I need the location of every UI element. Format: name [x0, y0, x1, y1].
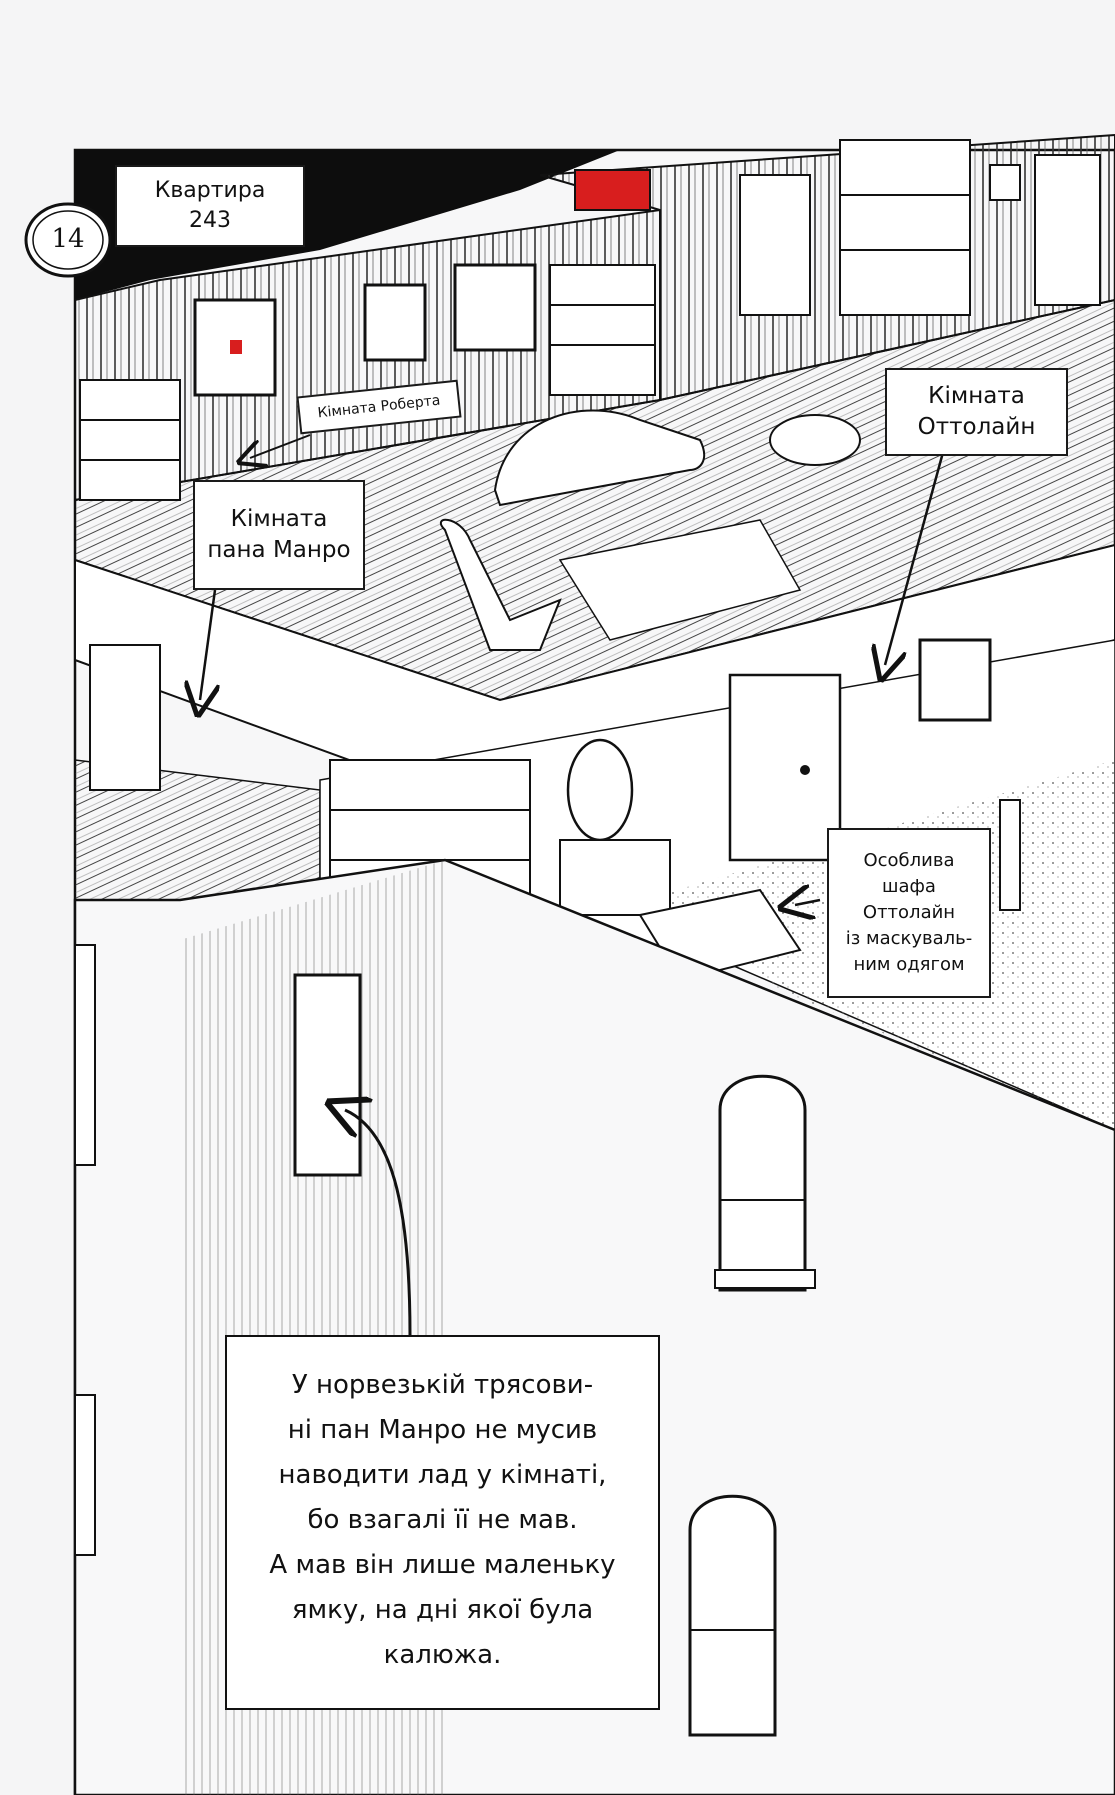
narration-line: ямку, на дні якої була [291, 1595, 594, 1625]
label-wardrobe-line: Оттолайн [862, 901, 956, 923]
red-door-icon [574, 169, 651, 211]
label-apartment-line: Квартира [154, 178, 266, 204]
label-apartment: Квартира 243 [115, 165, 305, 247]
label-munro-room-line: Кімната [230, 505, 328, 532]
narration-line: наводити лад у кімнаті, [278, 1460, 607, 1490]
label-wardrobe: Особлива шафа Оттолайн із маскуваль- ним… [827, 828, 991, 998]
sofa-icon [493, 409, 706, 507]
narration-box: У норвезькій трясови- ні пан Манро не му… [225, 1335, 660, 1710]
narration-line: бо взагалі її не мав. [307, 1505, 578, 1535]
label-ottoline-room-line: Кімната [928, 382, 1025, 409]
ottoline-door-icon [728, 673, 842, 862]
label-wardrobe-line: Особлива [863, 849, 955, 871]
label-apartment-line: 243 [189, 208, 231, 233]
label-wardrobe-line: із маскуваль- [845, 928, 973, 950]
narration-line: У норвезькій трясови- [291, 1370, 594, 1400]
page-number: 14 [51, 224, 85, 254]
window-icon [293, 973, 362, 1177]
narration-line: калюжа. [383, 1640, 502, 1670]
label-munro-room-line: пана Манро [207, 537, 351, 563]
label-ottoline-room-line: Оттолайн [917, 414, 1036, 440]
label-wardrobe-line: шафа [882, 875, 936, 897]
label-munro-room: Кімната пана Манро [193, 480, 365, 590]
narration-line: А мав він лише маленьку [269, 1550, 616, 1580]
label-ottoline-room: Кімната Оттолайн [885, 368, 1068, 456]
label-wardrobe-line: ним одягом [853, 954, 965, 976]
middle-wall [74, 543, 1115, 817]
label-robert-room-text: Кімната Роберта [316, 392, 442, 421]
narration-line: ні пан Манро не мусив [287, 1415, 598, 1445]
